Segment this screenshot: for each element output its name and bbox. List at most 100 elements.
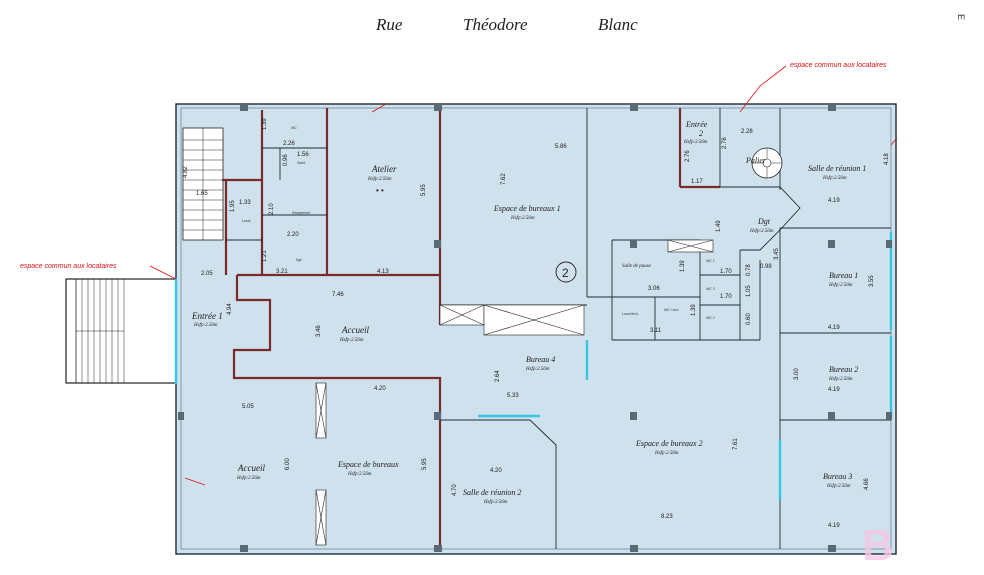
street-word-3: Blanc — [598, 15, 638, 34]
room-atelier-hsp: Hsfp:2.56m — [367, 177, 392, 182]
svg-text:4.94: 4.94 — [227, 303, 233, 315]
room-entree-2-hsp: Hsfp:2.56m — [683, 140, 708, 145]
interior-walls — [226, 108, 891, 549]
svg-text:1.95: 1.95 — [230, 200, 236, 212]
room-accueil-top: Accueil — [341, 325, 369, 335]
svg-text:WC / Acc.: WC / Acc. — [664, 308, 679, 312]
pillars — [178, 104, 892, 552]
street-word-2: Théodore — [463, 15, 528, 34]
svg-text:4.19: 4.19 — [828, 387, 840, 393]
room-espace-bureaux-1-hsp: Hsfp:2.56m — [510, 216, 535, 221]
svg-text:1.65: 1.65 — [196, 191, 208, 197]
room-entree-1: Entrée 1 — [191, 311, 223, 321]
svg-text:2.26: 2.26 — [283, 141, 295, 147]
red-tick-1 — [371, 103, 387, 113]
svg-text:1.39: 1.39 — [680, 260, 686, 272]
openings-cyan — [174, 232, 893, 500]
room-dgt-hsp: Hsfp:2.56m — [749, 229, 774, 234]
hatched-openings — [315, 239, 714, 546]
svg-text:1.39: 1.39 — [691, 304, 697, 316]
room-bureau-4-hsp: Hsfp:2.56m — [525, 367, 550, 372]
svg-text:Local tech.: Local tech. — [622, 312, 639, 316]
svg-text:1.49: 1.49 — [716, 220, 722, 232]
street-word-1: Rue — [375, 15, 403, 34]
watermark-logo: B — [862, 521, 894, 570]
room-bureau-3: Bureau 3 — [823, 472, 852, 481]
svg-text:3.55: 3.55 — [869, 275, 875, 287]
svg-text:• •: • • — [376, 186, 384, 195]
svg-text:4.20: 4.20 — [490, 468, 502, 474]
svg-text:7.61: 7.61 — [733, 438, 739, 450]
svg-text:1.17: 1.17 — [691, 179, 703, 185]
svg-text:1.70: 1.70 — [720, 269, 732, 275]
room-salle-reunion-2-hsp: Hsfp:2.56m — [483, 500, 508, 505]
svg-text:0.96: 0.96 — [283, 154, 289, 166]
corner-mark: E — [956, 14, 966, 20]
badge-circle — [555, 261, 577, 283]
svg-text:4.19: 4.19 — [828, 198, 840, 204]
room-labels: Atelier Hsfp:2.56m • • Espace de bureaux… — [191, 120, 866, 505]
common-area-top-leader — [739, 65, 787, 113]
svg-text:4.66: 4.66 — [864, 478, 870, 490]
svg-text:2.76: 2.76 — [722, 137, 728, 149]
svg-text:0.60: 0.60 — [746, 313, 752, 325]
room-atelier: Atelier — [371, 164, 397, 174]
svg-text:2.76: 2.76 — [685, 150, 691, 162]
room-salle-de-pause: Salle de pause — [622, 264, 652, 269]
dimension-labels: 1.39 2.26 1.56 0.96 4.82 1.65 1.33 1.95 … — [183, 118, 890, 529]
svg-text:4.19: 4.19 — [828, 523, 840, 529]
room-salle-reunion-1: Salle de réunion 1 — [808, 164, 866, 173]
room-bureau-2: Bureau 2 — [829, 365, 858, 374]
svg-text:4.82: 4.82 — [183, 166, 189, 178]
svg-text:5.95: 5.95 — [422, 458, 428, 470]
svg-text:4.13: 4.13 — [377, 269, 389, 275]
exterior-stairs — [65, 278, 177, 384]
svg-text:7.46: 7.46 — [332, 292, 344, 298]
room-accueil-bottom: Accueil — [237, 463, 265, 473]
svg-text:5.33: 5.33 — [507, 393, 519, 399]
common-area-left-leader — [149, 265, 177, 280]
svg-text:5.95: 5.95 — [421, 184, 427, 196]
svg-text:Sanit.: Sanit. — [297, 161, 306, 165]
room-palier: Palier — [745, 156, 767, 165]
svg-text:2.20: 2.20 — [287, 232, 299, 238]
room-bureau-4: Bureau 4 — [526, 355, 555, 364]
svg-text:3.21: 3.21 — [276, 269, 288, 275]
svg-text:3.46: 3.46 — [316, 325, 322, 337]
svg-text:4.18: 4.18 — [884, 153, 890, 165]
svg-text:2.64: 2.64 — [495, 370, 501, 382]
svg-text:3.11: 3.11 — [650, 328, 662, 334]
partition-walls — [222, 108, 720, 549]
interior-stairs — [182, 127, 224, 241]
room-entree-2-num: 2 — [699, 129, 703, 138]
spiral-stair — [751, 147, 783, 179]
room-espace-bureaux-2-hsp: Hsfp:2.56m — [654, 451, 679, 456]
svg-text:3.45: 3.45 — [774, 248, 780, 260]
room-accueil-bottom-hsp: Hsfp:2.56m — [236, 476, 261, 481]
common-area-top-label: espace commun aux locataires — [790, 62, 887, 69]
room-entree-2: Entrée — [685, 120, 708, 129]
red-tick-2 — [890, 137, 898, 146]
svg-text:0.98: 0.98 — [760, 264, 772, 270]
svg-text:Local: Local — [242, 219, 251, 223]
room-bureau-1: Bureau 1 — [829, 271, 858, 280]
room-salle-reunion-1-hsp: Hsfp:2.56m — [822, 176, 847, 181]
svg-text:1.33: 1.33 — [239, 200, 251, 206]
svg-text:8.23: 8.23 — [661, 514, 673, 520]
svg-text:4.19: 4.19 — [828, 325, 840, 331]
room-entree-1-hsp: Hsfp:2.56m — [193, 323, 218, 328]
room-espace-bureaux: Espace de bureaux — [337, 460, 399, 469]
badge-number: 2 — [562, 266, 569, 280]
room-bureau-1-hsp: Hsfp:2.56m — [828, 283, 853, 288]
svg-text:0.78: 0.78 — [746, 264, 752, 276]
room-dgt: Dgt — [757, 217, 771, 226]
svg-text:3.00: 3.00 — [794, 368, 800, 380]
room-accueil-top-hsp: Hsfp:2.56m — [339, 338, 364, 343]
svg-text:WC 2: WC 2 — [706, 316, 715, 320]
svg-text:4.20: 4.20 — [374, 386, 386, 392]
room-bureau-2-hsp: Hsfp:2.56m — [828, 377, 853, 382]
svg-text:1.56: 1.56 — [297, 152, 309, 158]
svg-text:WC 3: WC 3 — [706, 287, 715, 291]
svg-text:1.70: 1.70 — [720, 294, 732, 300]
